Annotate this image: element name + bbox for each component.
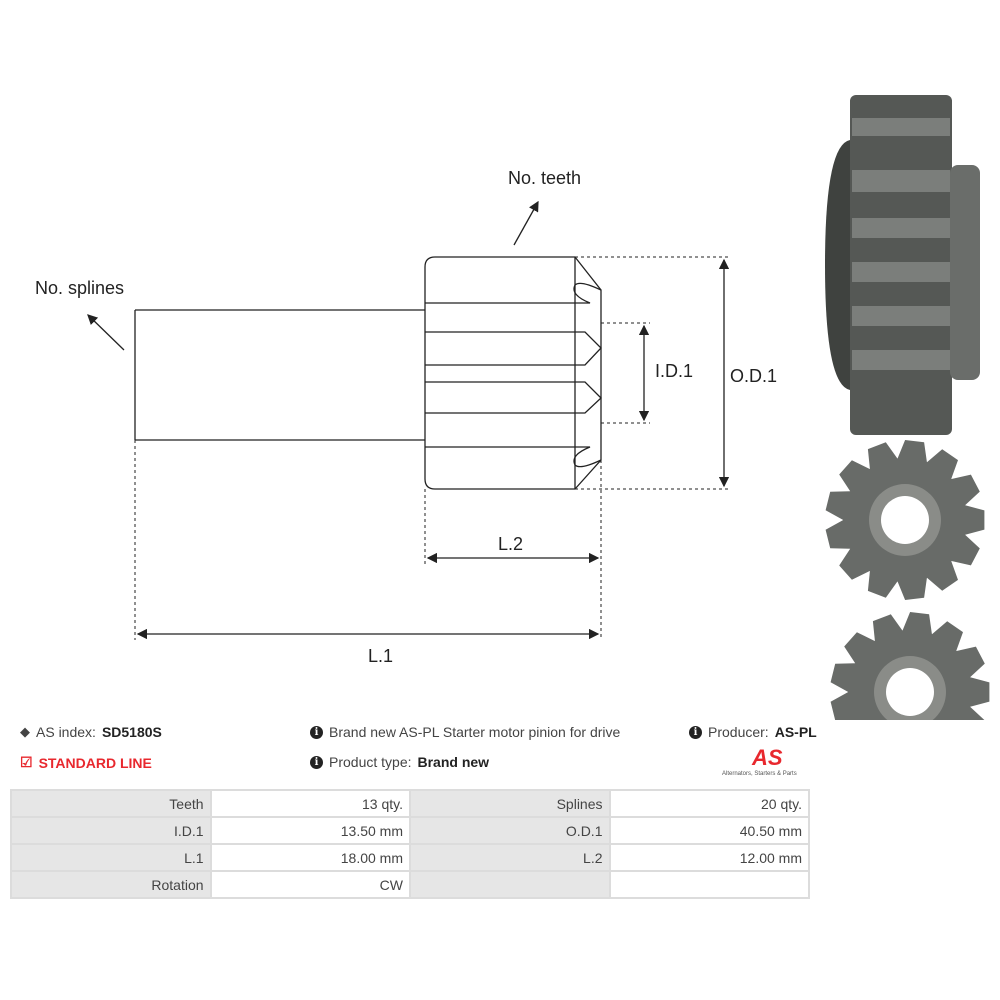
label-od1: O.D.1 bbox=[730, 366, 777, 386]
label-no-splines: No. splines bbox=[35, 278, 124, 298]
pinion-back-photo bbox=[830, 612, 990, 720]
spec-value: 40.50 mm bbox=[608, 816, 810, 845]
spec-label: O.D.1 bbox=[409, 816, 611, 845]
checkbox-icon: ☑ bbox=[20, 754, 33, 770]
tag-icon: ◆ bbox=[20, 724, 30, 739]
spec-label: I.D.1 bbox=[10, 816, 212, 845]
as-pl-logo: AS Alternators, Starters & Parts bbox=[722, 745, 797, 777]
description: i Brand new AS-PL Starter motor pinion f… bbox=[310, 724, 620, 740]
product-type: i Product type:Brand new bbox=[310, 754, 489, 770]
spec-value: 20 qty. bbox=[608, 789, 810, 818]
spec-label bbox=[409, 870, 611, 899]
label-l1: L.1 bbox=[368, 646, 393, 666]
spec-value: 18.00 mm bbox=[209, 843, 412, 872]
spline-bore bbox=[886, 668, 934, 716]
technical-drawing: No. teeth No. splines I.D.1 O.D.1 L.2 L.… bbox=[35, 95, 990, 720]
label-no-teeth: No. teeth bbox=[508, 168, 581, 188]
info-icon: i bbox=[310, 755, 323, 769]
spec-label: Rotation bbox=[10, 870, 212, 899]
extension-lines bbox=[134, 256, 730, 640]
spec-label: L.1 bbox=[10, 843, 212, 872]
pinion-front-photo bbox=[825, 440, 985, 600]
info-icon: i bbox=[689, 725, 702, 739]
info-icon: i bbox=[310, 725, 323, 739]
spec-label: Splines bbox=[409, 789, 611, 818]
label-l2: L.2 bbox=[498, 534, 523, 554]
spec-value bbox=[608, 870, 810, 899]
spec-value: 12.00 mm bbox=[608, 843, 810, 872]
dimension-arrows bbox=[87, 200, 730, 640]
pinion-side-photo bbox=[825, 95, 980, 435]
spec-value: 13 qty. bbox=[209, 789, 412, 818]
label-id1: I.D.1 bbox=[655, 361, 693, 381]
pinion-outline bbox=[134, 256, 602, 490]
spec-value: CW bbox=[209, 870, 412, 899]
spec-label: L.2 bbox=[409, 843, 611, 872]
as-index: ◆ AS index:SD5180S bbox=[20, 724, 162, 740]
spec-label: Teeth bbox=[10, 789, 212, 818]
standard-line-badge: ☑ STANDARD LINE bbox=[20, 754, 152, 771]
spline-bore bbox=[881, 496, 929, 544]
producer: i Producer:AS-PL bbox=[689, 724, 817, 740]
spec-value: 13.50 mm bbox=[209, 816, 412, 845]
